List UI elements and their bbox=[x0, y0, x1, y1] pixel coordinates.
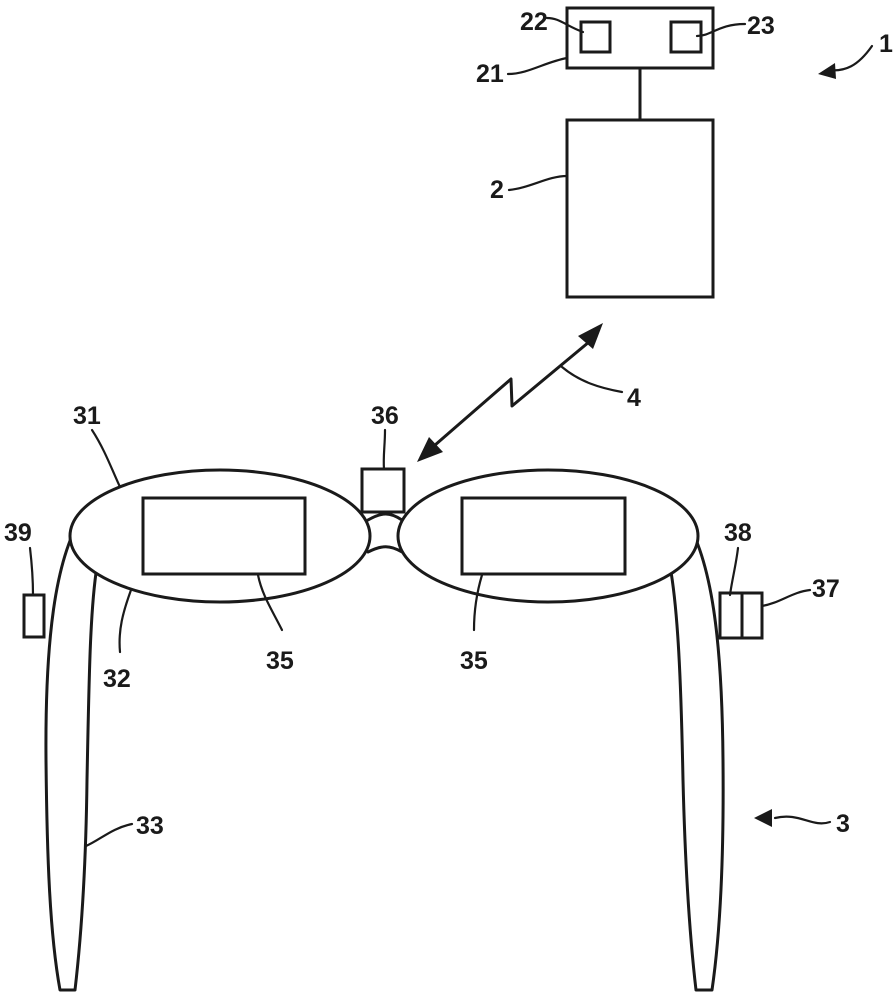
label-33: 33 bbox=[136, 812, 164, 840]
leader-37 bbox=[762, 590, 810, 606]
auxiliary-module bbox=[567, 8, 713, 68]
arrowhead-3 bbox=[754, 809, 772, 827]
label-23: 23 bbox=[747, 12, 775, 40]
label-35-left: 35 bbox=[266, 647, 294, 675]
glasses bbox=[24, 469, 762, 990]
label-21: 21 bbox=[476, 60, 504, 88]
display-right bbox=[462, 498, 625, 574]
right-temple bbox=[670, 516, 723, 990]
right-sensor-box bbox=[720, 593, 742, 638]
label-4: 4 bbox=[627, 384, 641, 412]
leader-33 bbox=[86, 824, 132, 846]
leader-32 bbox=[120, 590, 131, 652]
leader-3 bbox=[775, 817, 830, 824]
leader-4 bbox=[562, 367, 622, 392]
wireless-link-arrow bbox=[417, 323, 603, 462]
reference-numerals: 1 22 23 21 2 4 31 36 39 38 37 35 35 32 3… bbox=[4, 8, 893, 840]
left-sensor-box bbox=[24, 595, 44, 637]
label-1: 1 bbox=[879, 30, 893, 58]
label-31: 31 bbox=[73, 402, 101, 430]
module-element-right bbox=[671, 22, 701, 52]
leader-2 bbox=[509, 176, 567, 190]
label-38: 38 bbox=[724, 519, 752, 547]
label-22: 22 bbox=[520, 8, 548, 36]
left-temple bbox=[46, 516, 97, 990]
label-36: 36 bbox=[371, 402, 399, 430]
label-35-right: 35 bbox=[460, 647, 488, 675]
label-39: 39 bbox=[4, 519, 32, 547]
camera-box bbox=[362, 469, 404, 512]
leader-31 bbox=[92, 430, 120, 487]
arrowhead-up bbox=[578, 323, 603, 349]
leader-36 bbox=[384, 430, 385, 469]
label-32: 32 bbox=[103, 665, 131, 693]
right-sensor-housing-box bbox=[742, 593, 762, 638]
label-37: 37 bbox=[812, 575, 840, 603]
control-unit-box bbox=[567, 120, 713, 297]
leader-38 bbox=[730, 548, 738, 595]
display-left bbox=[143, 498, 305, 574]
module-element-left bbox=[581, 22, 610, 52]
label-3: 3 bbox=[836, 810, 850, 838]
leader-21 bbox=[508, 58, 567, 74]
arrowhead-1 bbox=[818, 63, 836, 79]
leader-39 bbox=[30, 548, 33, 595]
label-2: 2 bbox=[490, 176, 504, 204]
